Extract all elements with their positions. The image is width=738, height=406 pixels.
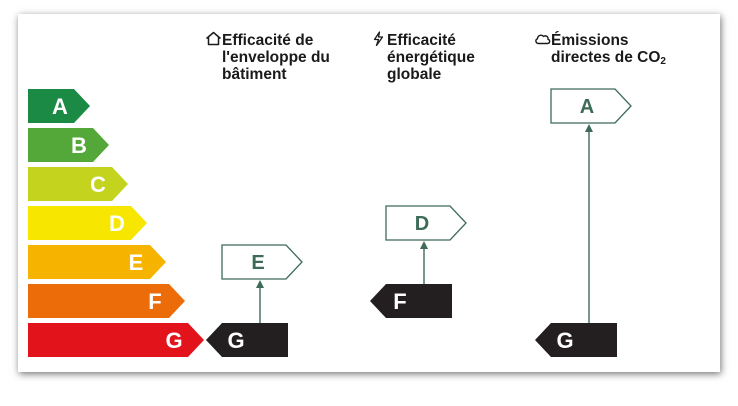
improvement-arrow-head xyxy=(585,124,593,132)
target-class-marker xyxy=(550,88,632,124)
cloud-icon xyxy=(535,34,551,45)
target-class-marker xyxy=(221,244,303,280)
improvement-arrow-head xyxy=(420,241,428,249)
scale-bar-d xyxy=(28,206,147,240)
scale-label-g: G xyxy=(165,328,182,353)
current-class-label: G xyxy=(227,328,244,353)
scale-label-d: D xyxy=(109,211,125,236)
lightning-icon xyxy=(373,31,384,46)
scale-bar-f xyxy=(28,284,185,318)
current-class-label: F xyxy=(393,289,406,314)
scale-bar-a xyxy=(28,89,90,123)
house-icon xyxy=(206,31,221,46)
scale-bar-g xyxy=(28,323,204,357)
current-class-marker xyxy=(370,284,452,318)
scale-label-c: C xyxy=(90,172,106,197)
envelope-efficiency-title: Efficacité de l'enveloppe du bâtiment xyxy=(205,31,330,83)
scale-label-f: F xyxy=(148,289,161,314)
current-class-label: G xyxy=(556,328,573,353)
scale-label-b: B xyxy=(71,133,87,158)
direct-co2-emissions-title: Émissions directes de CO2 xyxy=(534,31,666,70)
target-class-label: E xyxy=(251,252,264,274)
overall-energy-efficiency-title: Efficacité énergétique globale xyxy=(370,31,475,83)
scale-bar-e xyxy=(28,245,166,279)
current-class-marker xyxy=(535,323,617,357)
scale-label-e: E xyxy=(129,250,144,275)
scale-label-a: A xyxy=(52,94,68,119)
target-class-label: A xyxy=(580,96,594,118)
scale-bar-c xyxy=(28,167,128,201)
target-class-marker xyxy=(385,205,467,241)
scale-bar-b xyxy=(28,128,109,162)
current-class-marker xyxy=(206,323,288,357)
improvement-arrow-head xyxy=(256,280,264,288)
target-class-label: D xyxy=(415,213,429,235)
